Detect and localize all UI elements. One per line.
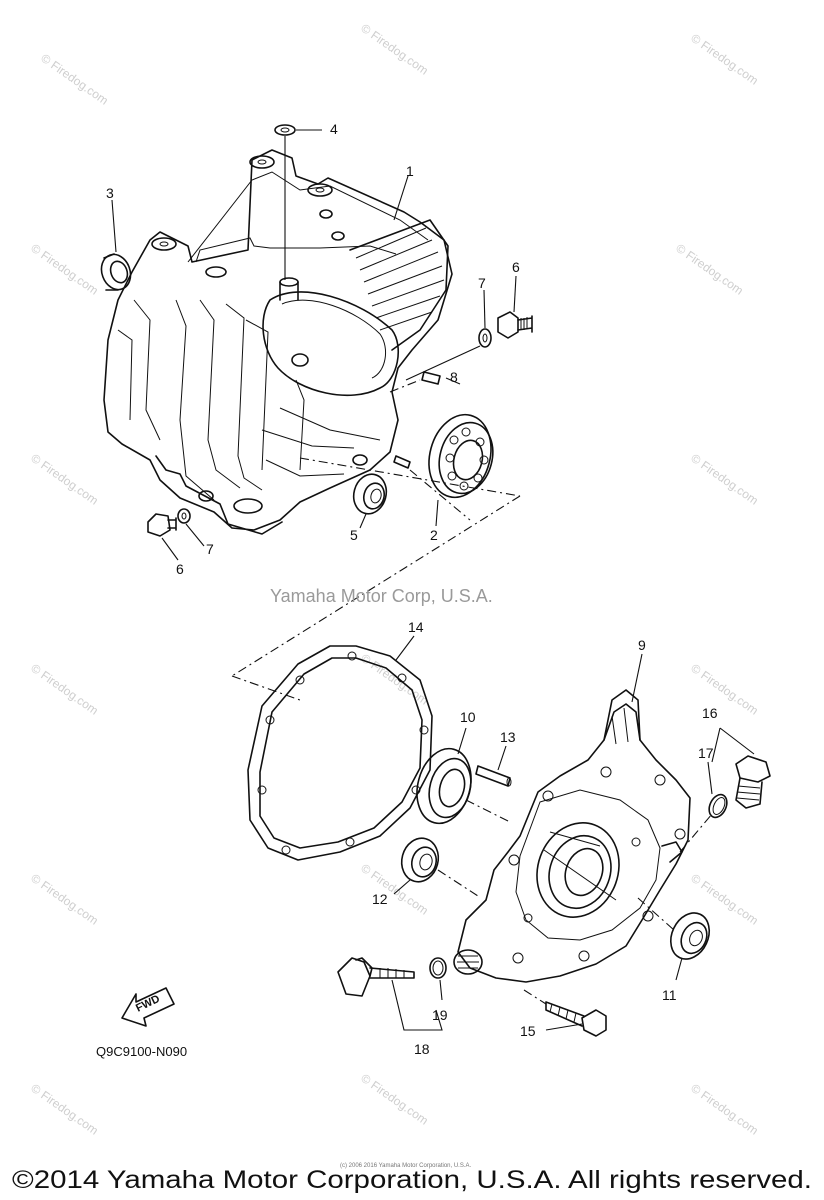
part-14-gasket <box>247 635 433 861</box>
callout-1: 1 <box>406 163 414 179</box>
part-15-bolt <box>545 1001 607 1037</box>
leader-1 <box>393 175 409 221</box>
watermark: © Firedog.com <box>358 861 431 918</box>
copyright-notice: ©2014 Yamaha Motor Corporation, U.S.A. A… <box>12 1166 812 1194</box>
footer-small-print: (c) 2006 2016 Yamaha Motor Corporation, … <box>340 1163 472 1169</box>
part-16-drain-plug <box>711 727 771 809</box>
part-13-dowel-pin <box>475 745 512 787</box>
callout-labels: 1 2 3 4 5 6 6 7 7 8 9 10 11 12 13 14 15 … <box>106 121 718 1057</box>
watermark: © Firedog.com <box>28 871 101 928</box>
callout-11: 11 <box>662 987 677 1003</box>
part-7-washer-upper <box>478 289 492 348</box>
part-8-dowel-pin <box>393 371 461 469</box>
callout-15: 15 <box>520 1023 536 1039</box>
part-3-oil-seal <box>100 199 132 291</box>
callout-9: 9 <box>638 637 646 653</box>
callout-16: 16 <box>702 705 718 721</box>
assembly-line <box>437 869 479 897</box>
watermark: © Firedog.com <box>38 51 111 108</box>
part-9-crankcase-cover <box>453 653 691 983</box>
part-7-washer-lower <box>177 508 205 547</box>
callout-7-upper: 7 <box>478 275 486 291</box>
callout-14: 14 <box>408 619 424 635</box>
watermark: © Firedog.com <box>358 21 431 78</box>
assembly-line <box>409 469 471 521</box>
part-2-bearing <box>428 413 494 527</box>
fwd-arrow-icon: FWD <box>121 987 175 1027</box>
assembly-line <box>679 813 713 853</box>
assembly-line <box>637 897 675 931</box>
watermark: © Firedog.com <box>358 1071 431 1128</box>
watermark: © Firedog.com <box>688 1081 761 1138</box>
part-4-washer <box>274 124 322 280</box>
part-6-bolt-lower <box>147 513 179 561</box>
watermark: © Firedog.com <box>688 31 761 88</box>
part-12-bearing <box>393 837 440 895</box>
leader-6-7 <box>405 345 481 381</box>
assembly-line <box>231 675 301 701</box>
watermark: © Firedog.com <box>688 451 761 508</box>
watermark-yamaha: Yamaha Motor Corp, U.S.A. <box>270 586 493 606</box>
callout-2: 2 <box>430 527 438 543</box>
part-18-dipstick <box>337 957 443 1031</box>
callout-19: 19 <box>432 1007 448 1023</box>
diagram-code: Q9C9100-N090 <box>96 1044 187 1059</box>
callout-17: 17 <box>698 745 714 761</box>
watermark: © Firedog.com <box>28 1081 101 1138</box>
part-10-oil-seal <box>416 727 472 825</box>
callout-18: 18 <box>414 1041 430 1057</box>
assembly-line <box>389 379 421 393</box>
callout-13: 13 <box>500 729 516 745</box>
watermark: © Firedog.com <box>28 661 101 718</box>
callout-6-lower: 6 <box>176 561 184 577</box>
callout-5: 5 <box>350 527 358 543</box>
watermark: © Firedog.com <box>688 871 761 928</box>
callout-3: 3 <box>106 185 114 201</box>
watermark: © Firedog.com <box>28 241 101 298</box>
crankcase-body <box>103 149 453 535</box>
watermark: © Firedog.com <box>688 661 761 718</box>
callout-4: 4 <box>330 121 338 137</box>
part-19-o-ring <box>429 957 447 1001</box>
watermark: © Firedog.com <box>673 241 746 298</box>
assembly-line <box>523 989 547 1005</box>
watermark: © Firedog.com <box>28 451 101 508</box>
callout-6-upper: 6 <box>512 259 520 275</box>
callout-10: 10 <box>460 709 476 725</box>
part-5-oil-seal <box>352 473 388 529</box>
callout-8: 8 <box>450 369 458 385</box>
callout-7-lower: 7 <box>206 541 214 557</box>
part-11-oil-seal <box>669 912 711 981</box>
part-17-o-ring <box>707 761 728 819</box>
assembly-line <box>465 799 511 823</box>
part-6-bolt-upper <box>497 275 533 339</box>
callout-12: 12 <box>372 891 388 907</box>
